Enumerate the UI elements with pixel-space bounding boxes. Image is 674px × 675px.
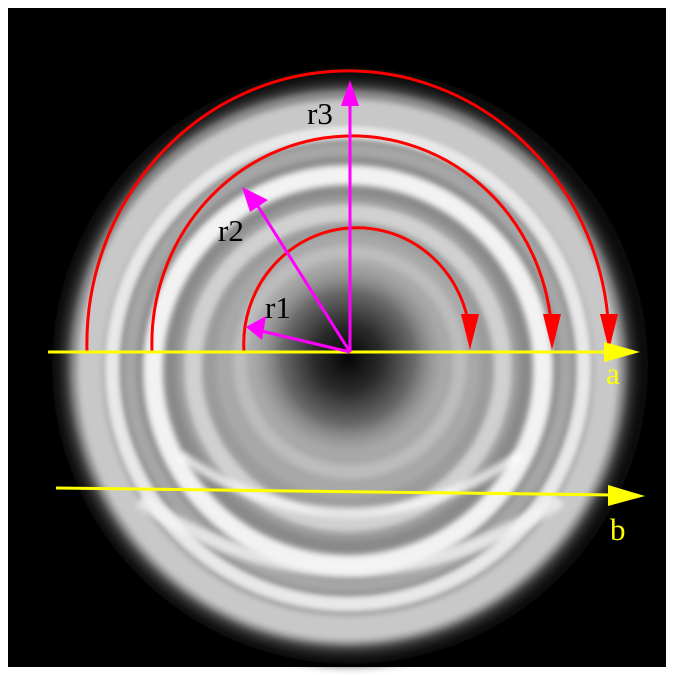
arc-r2	[150, 134, 554, 353]
arrow-r2-head	[242, 187, 268, 212]
arrow-r1	[256, 328, 351, 354]
label-r1: r1	[265, 290, 291, 325]
line-b-arrowhead	[608, 485, 645, 506]
label-a: a	[606, 356, 620, 391]
arc-r3	[85, 69, 611, 353]
line-a-arrowhead	[604, 342, 640, 362]
ring-1	[184, 204, 512, 532]
arrow-r3-head	[341, 80, 359, 106]
arc-r3-arrowhead	[600, 314, 618, 350]
arrow-r2	[252, 199, 352, 353]
arc-r1-arrowhead	[461, 314, 479, 350]
arc-r2-arrowhead	[543, 314, 561, 350]
label-r2: r2	[218, 213, 244, 248]
scan-lines	[48, 342, 645, 506]
line-b	[55, 486, 615, 497]
label-b: b	[610, 512, 626, 547]
center-dark-spot	[253, 263, 443, 453]
label-r3: r3	[307, 96, 333, 131]
outer-ring	[77, 99, 619, 641]
diffraction-pattern	[52, 68, 648, 664]
ring-3	[104, 124, 592, 612]
arrow-r1-head	[246, 316, 266, 340]
radius-arrows	[242, 80, 359, 354]
